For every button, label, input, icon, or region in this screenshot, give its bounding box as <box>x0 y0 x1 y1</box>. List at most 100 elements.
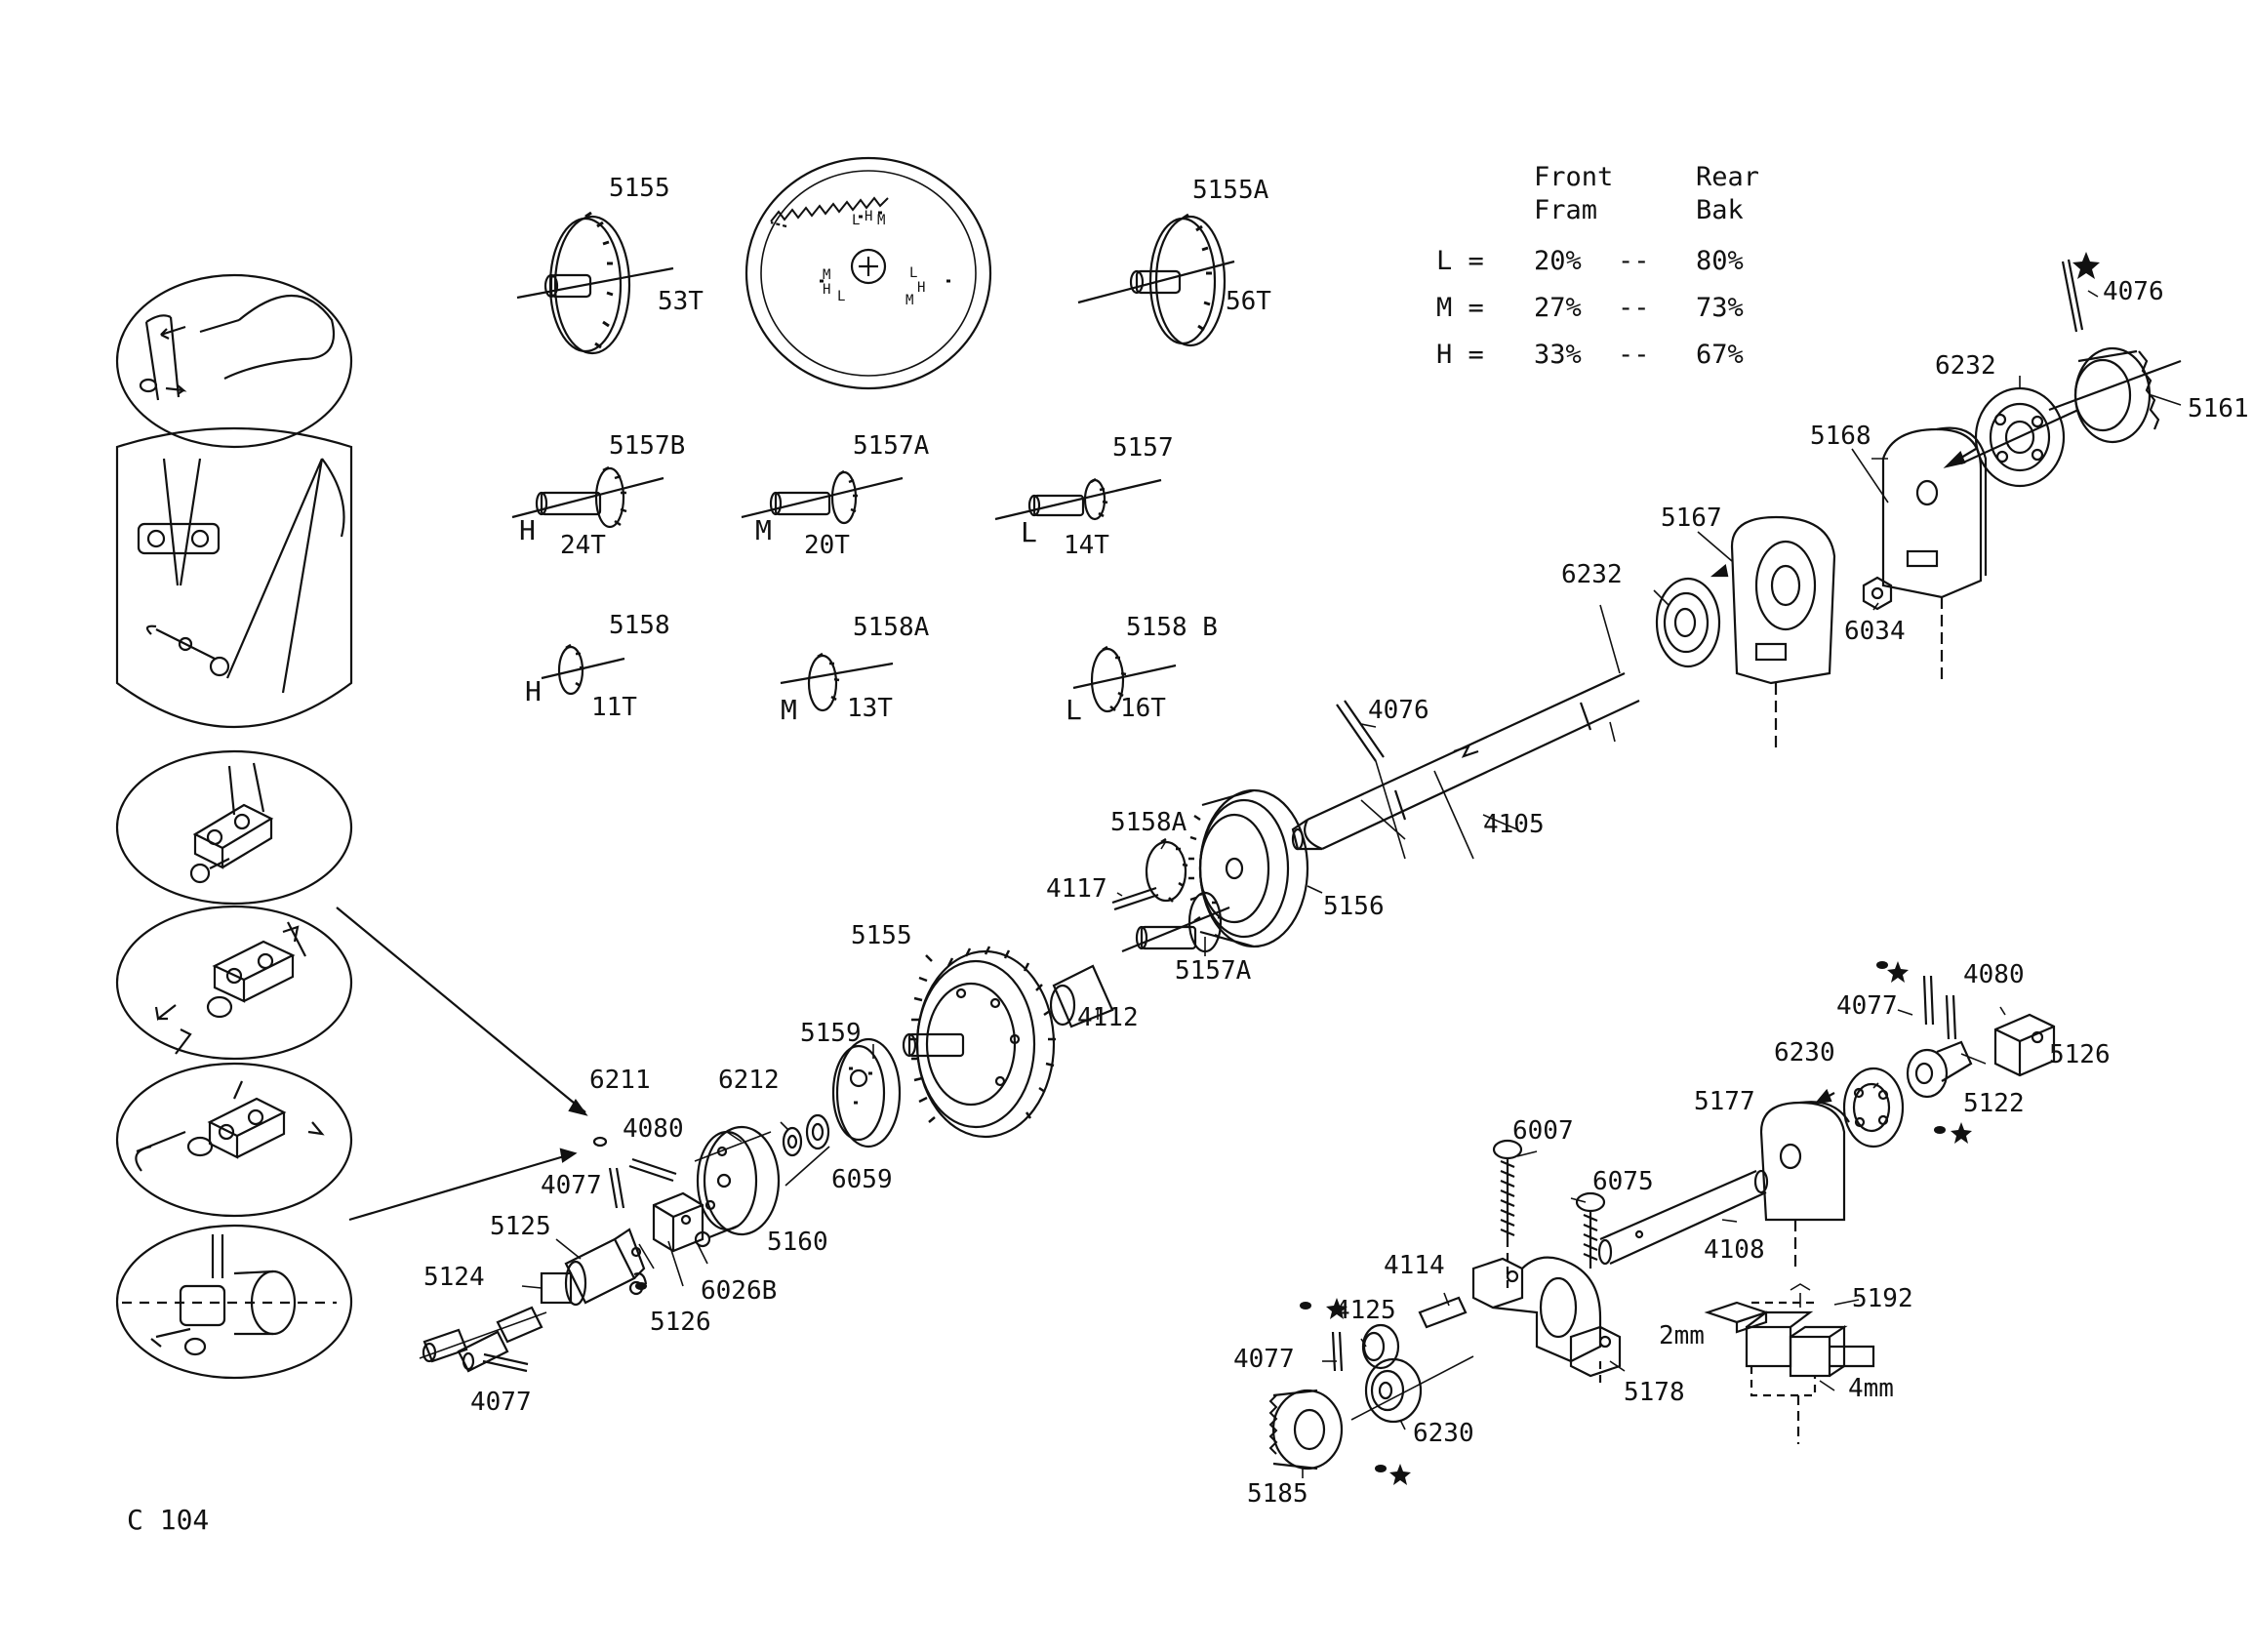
part-label: 6212 <box>718 1066 780 1095</box>
ratio-row-sep: -- <box>1618 340 1650 370</box>
shaft-4108 <box>1597 1169 1769 1266</box>
ratio-row-sep: -- <box>1618 246 1650 276</box>
part-label: 4077 <box>1836 991 1898 1021</box>
pin-4114 <box>1418 1296 1468 1329</box>
inset-step-6 <box>115 1224 353 1380</box>
block-5126-right <box>1993 1013 2056 1077</box>
part-label: 4080 <box>623 1114 684 1144</box>
dial-mark: L <box>837 289 846 304</box>
part-label: 5159 <box>800 1019 862 1048</box>
pin-4080-right <box>1945 994 1957 1040</box>
block-5126-left <box>652 1191 704 1253</box>
part-label: 5125 <box>490 1212 551 1241</box>
part-label: 6230 <box>1413 1419 1474 1448</box>
part-label: 4076 <box>1368 696 1429 725</box>
ratio-row-key: L = <box>1436 246 1484 276</box>
part-label: 6034 <box>1844 617 1906 646</box>
chart-teeth-label: 24T <box>560 531 606 560</box>
gear-5156 <box>1188 788 1309 948</box>
part-label: 4077 <box>470 1388 532 1417</box>
chart-part-label: 5158 B <box>1126 613 1218 642</box>
part-label: 5167 <box>1661 504 1722 533</box>
chart-teeth-label: 53T <box>658 287 704 316</box>
dial-mark: H <box>917 280 926 296</box>
ratio-header-rear-alt: Bak <box>1696 195 1744 225</box>
chart-setting-label: L <box>1021 516 1037 548</box>
bearing-6230-top <box>1842 1067 1905 1148</box>
part-label: 6007 <box>1512 1116 1574 1146</box>
chart-setting-label: H <box>519 514 536 546</box>
pin-4076-mid <box>1336 700 1385 762</box>
bearing-6230-bottom <box>1364 1357 1423 1424</box>
dial-mark: H <box>823 282 831 298</box>
part-label: 5160 <box>767 1228 828 1257</box>
pinion-5157B-chart <box>511 465 664 529</box>
pinion-5158A-chart <box>780 652 894 712</box>
disc-5160 <box>694 1125 781 1236</box>
chart-teeth-label: 16T <box>1120 694 1166 723</box>
part-label: 4077 <box>541 1171 602 1200</box>
chart-setting-label: L <box>1066 694 1082 726</box>
bearing-6232-top <box>1960 386 2079 488</box>
part-label: 4077 <box>1233 1345 1295 1374</box>
pin-4076-top <box>2061 259 2084 333</box>
part-label: 5124 <box>423 1263 485 1292</box>
part-label: 6232 <box>1935 351 1996 381</box>
chart-teeth-label: 56T <box>1226 287 1271 316</box>
inset-arrow-lower <box>348 1152 572 1222</box>
ratio-row-front: 20% <box>1534 246 1582 276</box>
plate-5159 <box>831 1037 902 1148</box>
chart-setting-label: M <box>781 694 797 726</box>
part-label: 4105 <box>1483 810 1545 839</box>
pin-4117 <box>1111 886 1159 911</box>
yoke-5122 <box>1906 1040 1973 1099</box>
bushing-4112 <box>1049 964 1114 1028</box>
chart-part-label: 5155 <box>609 174 670 203</box>
detail-marks <box>635 252 2100 1485</box>
ratio-row-sep: -- <box>1618 293 1650 323</box>
chart-part-label: 5158 <box>609 611 670 640</box>
bearing-6232-mid <box>1655 577 1721 668</box>
screw-6075 <box>1575 1191 1606 1269</box>
part-label: 5192 <box>1852 1284 1913 1313</box>
part-label: 4125 <box>1335 1296 1396 1325</box>
pinion-5157A-chart <box>741 469 904 525</box>
part-label: 6211 <box>589 1066 651 1095</box>
part-label: 5122 <box>1963 1089 2025 1118</box>
gear-5155A-chart <box>1077 213 1235 347</box>
bevel-gear-5161 <box>2048 346 2182 444</box>
ratio-row-key: H = <box>1436 340 1484 370</box>
page-code: C 104 <box>127 1504 210 1536</box>
pin-4077-left <box>608 1167 625 1209</box>
screw-6007 <box>1492 1139 1523 1288</box>
part-label: 6026B <box>701 1276 778 1306</box>
dimension-label: 4mm <box>1848 1374 1894 1403</box>
ratio-row-front: 27% <box>1534 293 1582 323</box>
pin-4077-low <box>1331 1331 1344 1372</box>
part-label: 5168 <box>1810 422 1871 451</box>
part-label: 5157A <box>1175 956 1252 986</box>
part-label: 5158A <box>1110 808 1187 837</box>
part-label: 5126 <box>2049 1040 2111 1069</box>
dial-mark: H <box>865 209 873 224</box>
part-label: 6059 <box>831 1165 893 1194</box>
chart-part-label: 5157A <box>853 431 930 461</box>
ratio-row-rear: 67% <box>1696 340 1744 370</box>
pillow-block-5178 <box>1471 1256 1622 1386</box>
inset-step-3 <box>115 749 353 906</box>
bearing-block-5168 <box>1881 426 1988 683</box>
pinion-5158-chart <box>541 643 625 696</box>
pin-4077-right <box>1922 975 1935 1026</box>
ratio-header-front-alt: Fram <box>1534 195 1598 225</box>
washer-6059 <box>785 1113 830 1187</box>
yoke-5124 <box>419 1306 547 1373</box>
pinion-5158B-chart <box>1072 645 1177 713</box>
chart-part-label: 5157 <box>1112 433 1174 463</box>
part-label: 5161 <box>2188 394 2249 423</box>
part-label: 4108 <box>1704 1235 1765 1265</box>
part-label: 6232 <box>1561 560 1623 589</box>
part-label: 5185 <box>1247 1479 1308 1509</box>
chart-setting-label: H <box>525 675 542 707</box>
dial-mark: M <box>823 267 831 283</box>
